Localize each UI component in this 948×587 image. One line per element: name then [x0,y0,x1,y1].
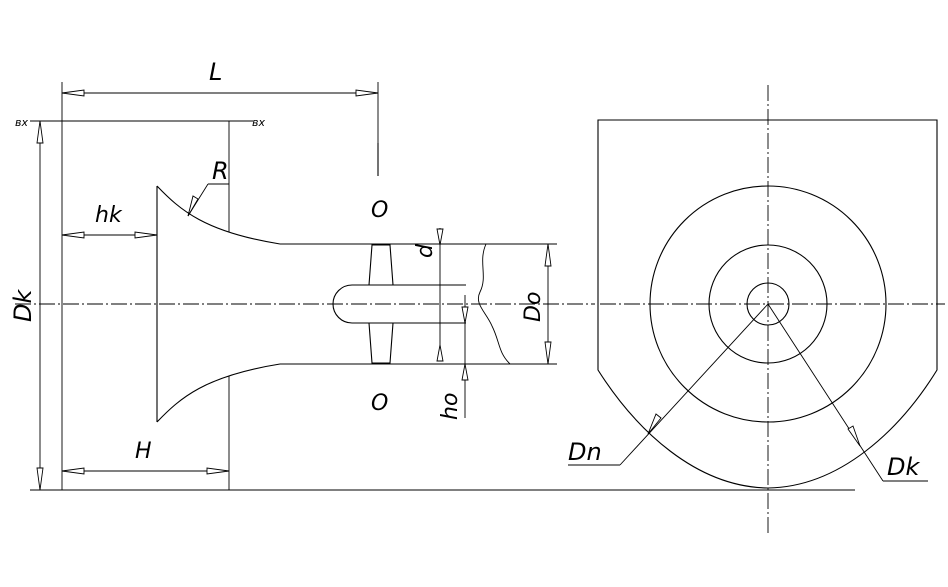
dimension-label-d: d [413,243,438,258]
arrow-H-right [206,467,230,475]
end-view: Dn Dk [568,85,945,535]
arrow-Do-bottom [544,341,552,365]
vx-label-right: вх [252,116,265,129]
leader-Dk-right [767,303,884,482]
vx-label-left: вх [15,116,28,129]
arrow-R [187,195,199,217]
dimension-label-ho: ho [438,393,463,420]
dimension-label-Dk-right: Dk [887,453,920,481]
key-bottom [368,322,394,364]
arrow-hk-right [134,231,158,239]
flange-bottom-curve [156,363,281,423]
side-view: O O L вх вх Dk hk H R [9,58,855,491]
dimension-label-Dk-left: Dk [9,289,37,322]
arrow-d-bottom [436,344,444,362]
arrow-ho-top [461,306,469,324]
circle-bore [746,282,790,326]
arrow-Dn [647,413,662,435]
arrow-H-left [61,467,85,475]
dimension-label-R: R [212,157,229,185]
arrow-L-right [355,89,379,97]
circle-Dn [708,244,828,364]
flange-top-curve [156,185,281,245]
housing-outline [597,119,938,489]
section-label-bottom: O [371,391,388,416]
arrow-Dk-top [36,120,44,144]
arrow-Dk-right [847,425,861,447]
leader-Dn [619,303,769,466]
arrow-ho-bottom [461,363,469,381]
circle-Dk [649,185,887,423]
bore-slot [332,284,466,324]
arrow-Do-top [544,243,552,267]
dimension-label-Do: Do [521,292,546,322]
key-top [368,244,394,286]
arrow-Dk-bottom [36,467,44,491]
dimension-label-H: H [135,439,152,464]
arrow-d-top [436,228,444,246]
arrow-L-left [61,89,85,97]
shaft-break-line [478,243,511,365]
dimension-label-Dn: Dn [568,438,602,466]
dimension-label-hk: hk [95,203,123,228]
arrow-hk-left [61,231,85,239]
section-label-top: O [371,198,388,223]
dimension-label-L: L [209,58,222,86]
